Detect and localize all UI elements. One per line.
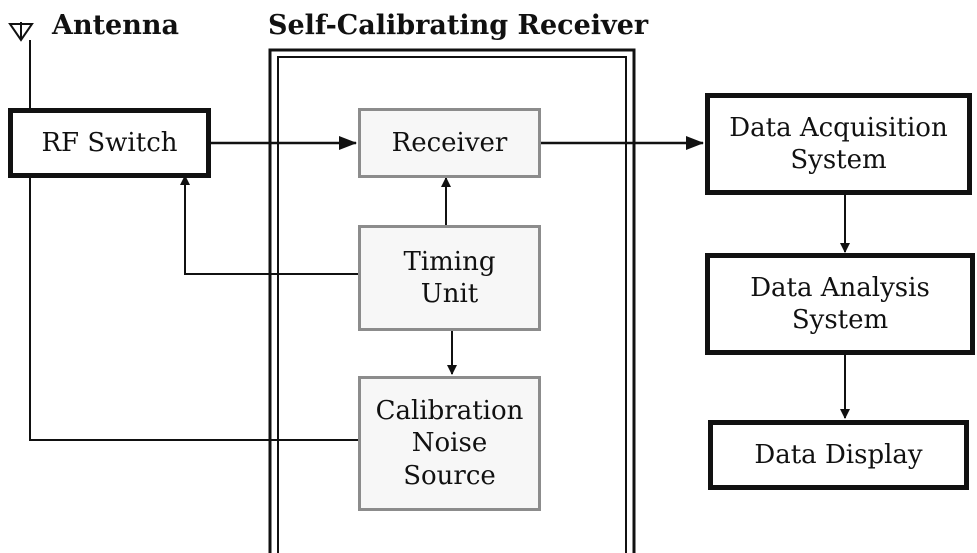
timing-unit-label-line2: Unit	[420, 279, 479, 309]
rf-switch-label: RF Switch	[41, 127, 178, 158]
antenna-icon	[8, 22, 34, 42]
self-calibrating-receiver-enclosure	[268, 48, 636, 553]
data-acquisition-label-line2: System	[790, 145, 887, 175]
self-calibrating-receiver-title: Self-Calibrating Receiver	[268, 10, 649, 41]
data-analysis-label-line1: Data Analysis	[750, 272, 930, 303]
timing-unit-block: Timing Unit	[358, 225, 541, 331]
data-acquisition-label-line1: Data Acquisition	[729, 112, 948, 143]
timing-unit-label-line1: Timing	[403, 246, 496, 277]
calibration-to-rf-switch-line	[29, 176, 359, 441]
data-display-label: Data Display	[754, 439, 923, 470]
data-acquisition-block: Data Acquisition System	[705, 93, 972, 195]
calibration-label-line1: Calibration	[375, 395, 524, 426]
rf-switch-block: RF Switch	[8, 108, 211, 178]
calibration-label-line2: Noise	[411, 428, 488, 459]
calibration-label-line3: Source	[403, 460, 496, 491]
data-analysis-block: Data Analysis System	[705, 253, 975, 355]
receiver-label: Receiver	[391, 127, 508, 158]
calibration-noise-source-block: Calibration Noise Source	[358, 376, 541, 511]
data-display-block: Data Display	[708, 420, 969, 490]
receiver-block: Receiver	[358, 108, 541, 178]
data-analysis-label-line2: System	[791, 305, 889, 335]
antenna-label: Antenna	[52, 10, 179, 41]
timing-to-rf-switch-arrow	[180, 175, 358, 275]
